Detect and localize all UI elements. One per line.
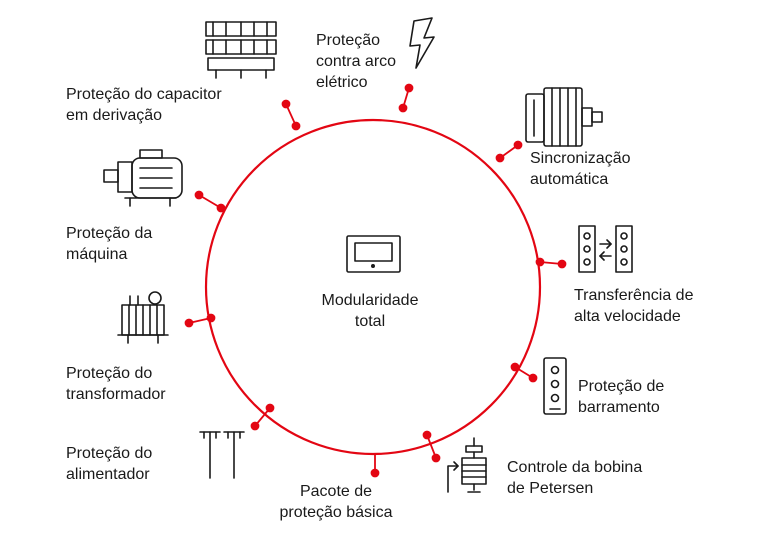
connector-machine [194,190,226,213]
label-petersen: Controle da bobina de Petersen [507,459,643,497]
label-feeder: Proteção do alimentador [66,445,153,483]
connector-arc-flash [398,83,414,113]
motor-icon [103,149,183,207]
connector-petersen [422,430,441,463]
label-synchronization: Sincronização automática [530,150,631,188]
transformer-icon [117,291,169,344]
label-machine: Proteção da máquina [66,225,153,263]
capacitor-bank-icon [205,21,277,79]
label-transfer: Transferência de alta velocidade [574,287,694,325]
label-basic-package: Pacote de proteção básica [279,483,393,521]
label-busbar: Proteção de barramento [578,378,665,416]
center-label-line2: total [354,313,386,330]
label-transformer: Proteção do transformador [66,365,166,403]
connector-basic-package [370,454,380,478]
label-arc-flash: Proteção contra arco elétrico [316,32,397,91]
center-label: Modularidade total [300,290,440,332]
generator-icon [525,87,603,147]
connector-capacitor [281,99,301,131]
modularity-ring [204,118,542,456]
connector-synchronization [495,140,523,163]
connector-feeder [250,403,275,431]
connector-transfer [535,257,567,269]
relay-device-icon [346,235,401,273]
feeder-icon [199,431,245,479]
petersen-coil-icon [447,437,487,493]
transfer-switch-icon [578,225,633,273]
connector-transformer [184,313,216,328]
connector-busbar [510,362,538,383]
center-label-line1: Modularidade [321,292,419,309]
busbar-icon [543,357,567,415]
lightning-icon [409,17,435,69]
label-capacitor: Proteção do capacitor em derivação [66,86,222,124]
